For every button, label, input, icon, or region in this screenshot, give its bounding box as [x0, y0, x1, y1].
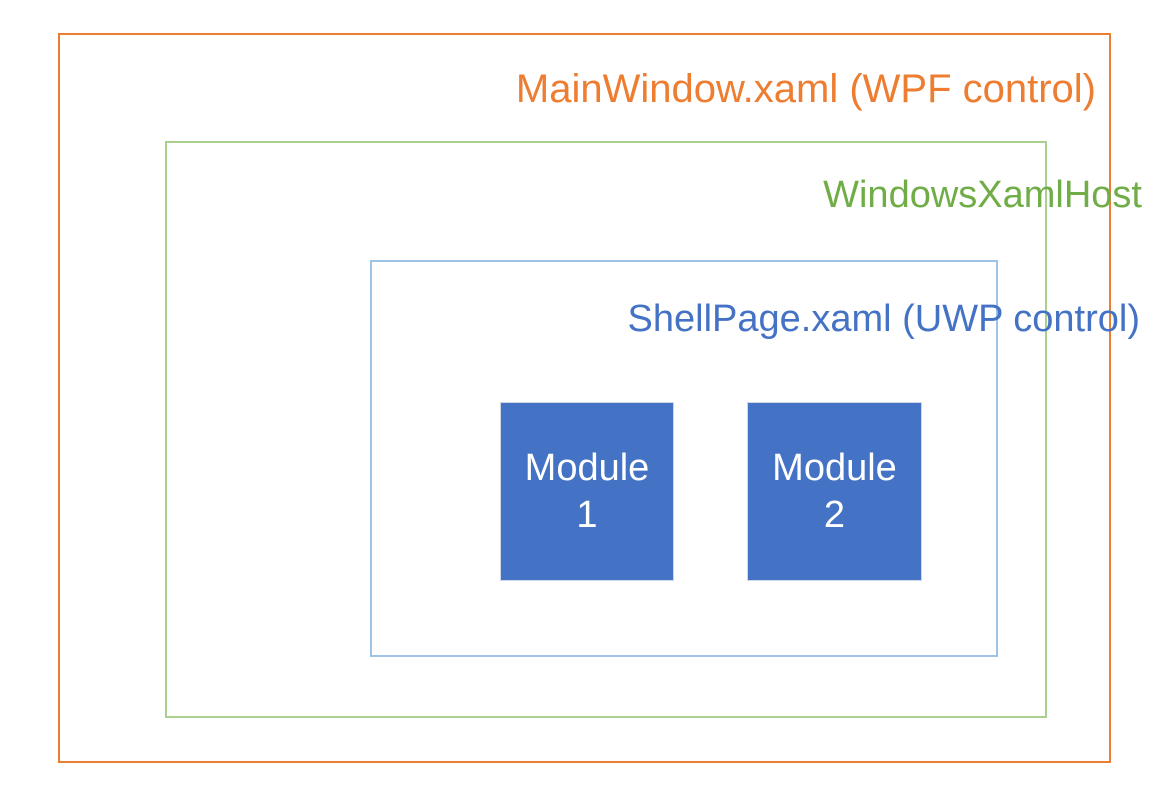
shellpage-uwp-label: ShellPage.xaml (UWP control) [627, 298, 1140, 340]
windowsxamlhost-boundary [165, 141, 1047, 718]
module-block-2: Module 2 [748, 403, 921, 580]
module-1-name: Module [524, 447, 650, 490]
module-2-name: Module [772, 447, 897, 490]
wpf-mainwindow-boundary [58, 33, 1111, 763]
wpf-mainwindow-label: MainWindow.xaml (WPF control) [515, 67, 1096, 111]
module-1-number: 1 [576, 493, 598, 536]
shellpage-uwp-boundary [370, 260, 998, 657]
windowsxamlhost-label: WindowsXamlHost [823, 174, 1142, 216]
module-block-1: Module 1 [501, 403, 673, 580]
module-2-number: 2 [823, 493, 846, 536]
